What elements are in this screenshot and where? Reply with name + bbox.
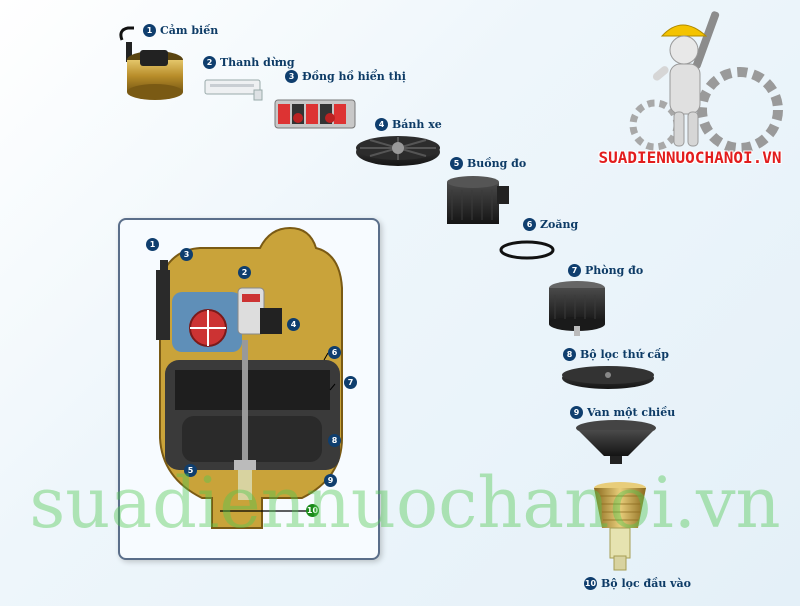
mascot-worker-image: [629, 11, 783, 153]
part-number-badge: 1: [143, 24, 156, 37]
part-number-badge: 4: [375, 118, 388, 131]
part-check-valve-image: [576, 420, 656, 464]
part-number-badge: 6: [523, 218, 536, 231]
part-label-text: Thanh dừng: [220, 56, 295, 69]
inset-callout-1: 1: [146, 238, 159, 251]
part-number-badge: 10: [584, 577, 597, 590]
part-label-8: 8 Bộ lọc thứ cấp: [563, 348, 669, 361]
part-secondary-filter-image: [562, 366, 654, 389]
part-label-text: Bộ lọc thứ cấp: [580, 348, 669, 361]
part-label-1: 1 Cảm biến: [143, 24, 218, 37]
part-label-text: Zoăng: [540, 218, 579, 231]
part-measuring-room-image: [549, 281, 605, 336]
part-label-text: Van một chiều: [587, 406, 676, 419]
inset-callout-2: 2: [238, 266, 251, 279]
part-label-text: Bánh xe: [392, 118, 442, 131]
part-label-text: Bộ lọc đầu vào: [601, 577, 692, 590]
part-number-badge: 9: [570, 406, 583, 419]
cross-section-image: [156, 226, 343, 529]
part-label-text: Buồng đo: [467, 157, 527, 170]
part-label-6: 6 Zoăng: [523, 218, 578, 231]
part-label-text: Cảm biến: [160, 24, 219, 37]
part-label-9: 9 Van một chiều: [570, 406, 675, 419]
inset-callout-3: 3: [180, 248, 193, 261]
part-measuring-chamber-image: [447, 176, 509, 224]
inset-callout-6: 6: [328, 346, 341, 359]
brand-logo-text: SUADIENNUOCHANOI.VN: [598, 148, 782, 167]
part-label-text: Đồng hồ hiển thị: [302, 70, 406, 83]
inset-callout-5: 5: [184, 464, 197, 477]
cross-section-panel: 1 3 2 4 6 7 8 5 9 10: [118, 218, 380, 560]
part-number-badge: 8: [563, 348, 576, 361]
inset-callout-7: 7: [344, 376, 357, 389]
part-gasket-image: [499, 240, 555, 260]
part-label-4: 4 Bánh xe: [375, 118, 442, 131]
part-number-badge: 7: [568, 264, 581, 277]
part-stop-bar-image: [204, 79, 263, 101]
part-label-2: 2 Thanh dừng: [203, 56, 295, 69]
part-number-badge: 5: [450, 157, 463, 170]
part-sensor-image: [119, 26, 183, 100]
inset-callout-4: 4: [287, 318, 300, 331]
part-label-3: 3 Đồng hồ hiển thị: [285, 70, 406, 83]
part-number-badge: 2: [203, 56, 216, 69]
part-number-badge: 3: [285, 70, 298, 83]
part-inlet-filter-image: [594, 482, 646, 571]
part-label-10: 10 Bộ lọc đầu vào: [584, 577, 691, 590]
inset-callout-9: 9: [324, 474, 337, 487]
inset-callout-8: 8: [328, 434, 341, 447]
inset-callout-10: 10: [306, 504, 319, 517]
part-wheel-image: [356, 136, 440, 166]
part-label-text: Phòng đo: [585, 264, 644, 277]
part-label-7: 7 Phòng đo: [568, 264, 643, 277]
part-label-5: 5 Buồng đo: [450, 157, 526, 170]
part-counter-image: [274, 99, 356, 129]
